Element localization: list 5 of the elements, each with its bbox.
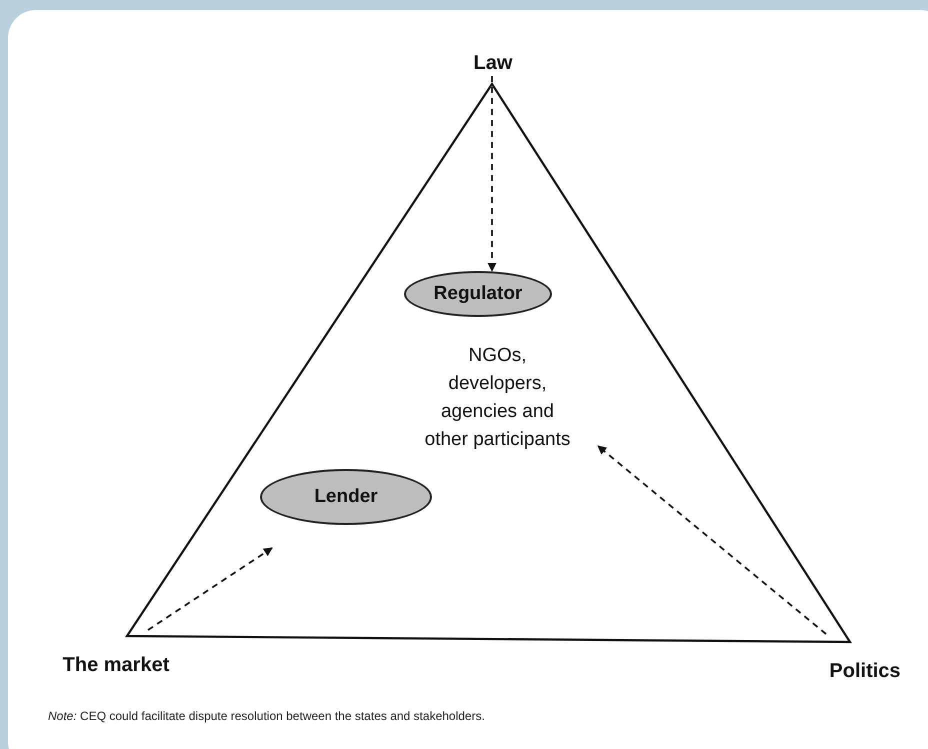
participants-text: NGOs, developers, agencies and other participants bbox=[420, 342, 575, 454]
note-text: Note: CEQ could facilitate dispute resolution between the states and stakeholders. bbox=[48, 708, 485, 725]
vertex-label: Politics bbox=[815, 658, 915, 684]
vertex-label: Law bbox=[462, 50, 524, 76]
vertex-label: The market bbox=[46, 652, 186, 678]
